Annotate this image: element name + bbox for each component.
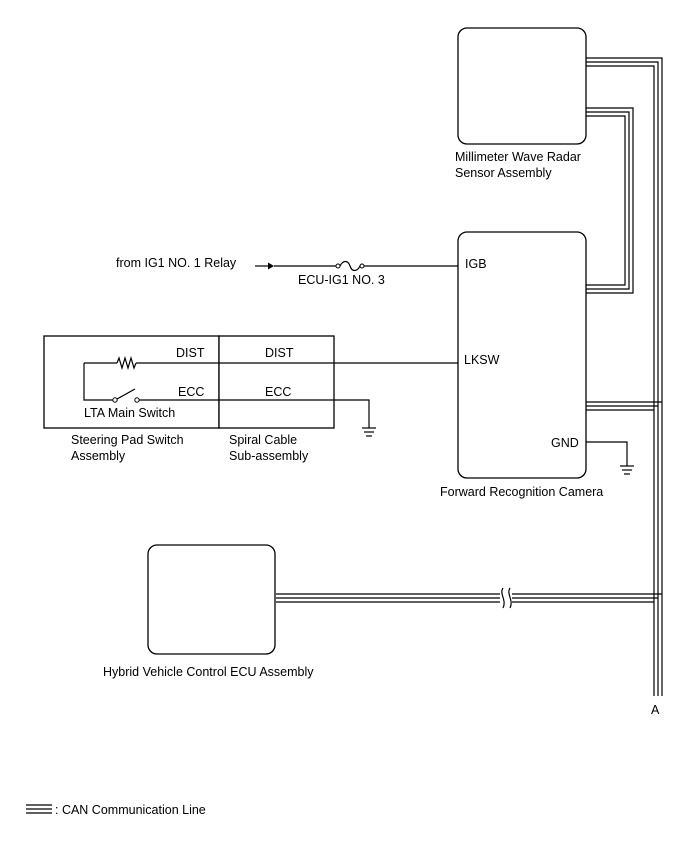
can-line-radar-inner xyxy=(586,107,634,294)
steering-pad-box xyxy=(43,335,220,429)
camera-pin-gnd: GND xyxy=(551,436,579,450)
spiral-cable-pin-dist: DIST xyxy=(265,346,294,360)
spiral-cable-pin-ecc: ECC xyxy=(265,385,291,399)
spiral-cable-label-line1: Spiral Cable xyxy=(229,433,297,447)
hybrid-ecu-box xyxy=(147,544,276,655)
ground-symbol-gnd xyxy=(620,465,634,475)
can-line-camera-to-bus xyxy=(586,401,662,411)
steering-pad-pin-dist: DIST xyxy=(176,346,205,360)
wire-break-mark xyxy=(501,587,512,609)
spiral-cable-label-line2: Sub-assembly xyxy=(229,449,309,463)
camera-pin-lksw: LKSW xyxy=(464,353,500,367)
gnd-wire xyxy=(586,441,628,466)
steering-pad-pin-ecc: ECC xyxy=(178,385,204,399)
fuse-symbol xyxy=(335,260,365,272)
camera-pin-igb: IGB xyxy=(465,257,487,271)
dist-wire xyxy=(84,355,458,371)
power-source-label: from IG1 NO. 1 Relay xyxy=(116,256,237,270)
camera-box xyxy=(457,231,587,479)
lta-switch-label: LTA Main Switch xyxy=(84,406,175,420)
power-arrow xyxy=(255,262,274,270)
camera-label: Forward Recognition Camera xyxy=(440,485,603,499)
steering-pad-label-line1: Steering Pad Switch xyxy=(71,433,184,447)
fuse-label: ECU-IG1 NO. 3 xyxy=(298,273,385,287)
ground-symbol-ecc xyxy=(362,427,376,437)
radar-label-line2: Sensor Assembly xyxy=(455,166,552,180)
can-line-hybrid-ecu xyxy=(276,593,662,603)
lta-switch-blade xyxy=(116,388,136,400)
ecc-wire xyxy=(83,363,370,428)
connector-a-label: A xyxy=(651,703,660,717)
radar-box xyxy=(457,27,587,145)
steering-pad-label-line2: Assembly xyxy=(71,449,126,463)
legend-text: : CAN Communication Line xyxy=(55,803,206,817)
radar-label-line1: Millimeter Wave Radar xyxy=(455,150,581,164)
can-legend-symbol xyxy=(26,804,52,814)
can-line-radar-outer xyxy=(586,57,663,696)
hybrid-ecu-label: Hybrid Vehicle Control ECU Assembly xyxy=(103,665,314,679)
spiral-cable-box xyxy=(218,335,335,429)
